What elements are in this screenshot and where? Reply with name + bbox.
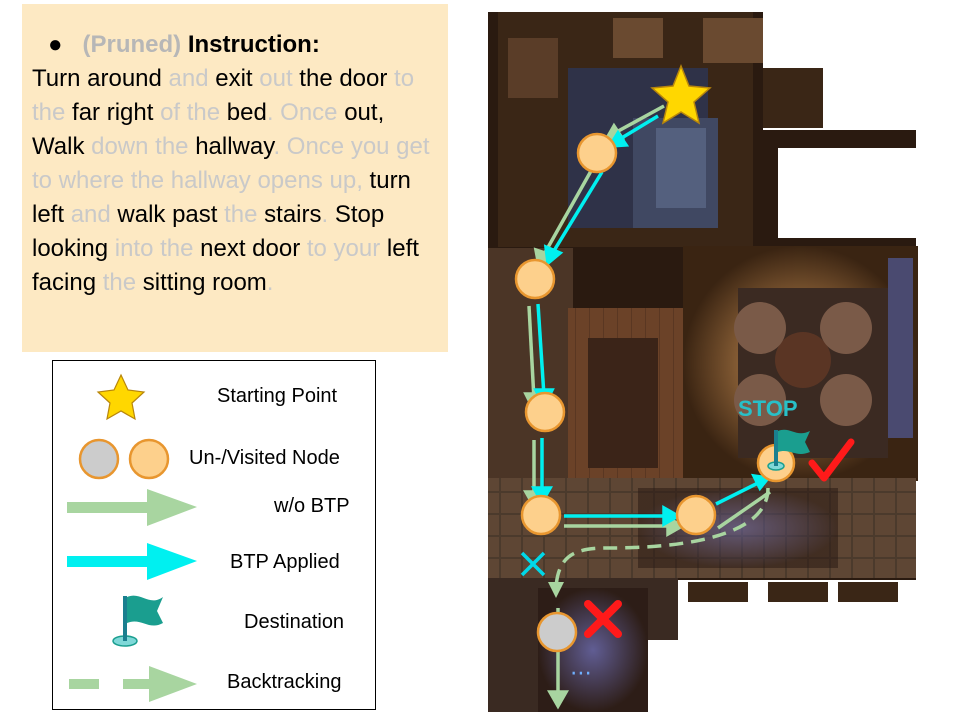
node-5 — [675, 494, 717, 536]
wrong-x-icon — [584, 600, 622, 638]
legend-label-wo-btp: w/o BTP — [274, 495, 350, 517]
instruction-pruned-text: . — [266, 269, 274, 296]
backtracking-arrow-icon — [69, 666, 197, 702]
legend-symbols — [67, 373, 197, 702]
instruction-kept-text: hallway — [195, 133, 274, 160]
btp-arrow-icon — [67, 543, 197, 580]
node-unvisited — [536, 611, 578, 653]
instruction-pruned-text: into the — [114, 235, 201, 262]
visited-node-icon — [128, 438, 170, 480]
backtracking-path — [554, 487, 770, 589]
backtracking-arrowhead — [548, 582, 564, 598]
instruction-kept-text: walk past — [117, 201, 225, 228]
bullet: ● — [48, 31, 63, 58]
instruction-kept-text: sitting room — [142, 269, 267, 296]
star-icon — [96, 373, 146, 421]
node-1 — [576, 132, 618, 174]
instruction-pruned-text: . Once you get to where the hallway open… — [32, 133, 430, 194]
legend-label-node: Un-/Visited Node — [189, 447, 340, 469]
instruction-kept-text: bed — [226, 99, 267, 126]
instruction-pruned-text: the — [102, 269, 143, 296]
node-2 — [514, 258, 556, 300]
instruction-pruned-text: down the — [91, 133, 196, 160]
legend-label-btp-applied: BTP Applied — [230, 551, 340, 573]
pruned-label: (Pruned) — [82, 31, 182, 58]
instruction-pruned-text: to your — [306, 235, 387, 262]
legend-label-destination: Destination — [244, 611, 345, 633]
instruction-heading: Instruction: — [187, 31, 320, 58]
instruction-kept-text: out, Walk — [32, 99, 385, 160]
instruction-kept-text: next door — [200, 235, 307, 262]
instruction-pruned-text: of the — [160, 99, 227, 126]
instruction-kept-text: turn left — [32, 167, 411, 228]
node-4 — [520, 494, 562, 536]
flag-icon — [767, 429, 810, 471]
instruction-title: ● (Pruned) Instruction: — [48, 28, 438, 62]
instruction-pruned-text: . — [321, 201, 335, 228]
instruction-pruned-text: and — [70, 201, 118, 228]
wo-btp-arrow-icon — [67, 489, 197, 526]
instruction-pruned-text: . Once — [266, 99, 345, 126]
btp-path — [530, 114, 772, 528]
floorplan-background — [488, 12, 923, 712]
checkmark-icon — [808, 438, 855, 482]
star-icon — [650, 63, 712, 125]
continuation-ellipsis: ⋯ — [570, 661, 592, 686]
blocked-x-icon — [520, 551, 546, 577]
instruction-pruned-text: the — [224, 201, 265, 228]
flag-icon — [112, 595, 163, 647]
stop-approach-green — [717, 490, 771, 530]
stop-label: STOP — [738, 396, 798, 421]
unvisited-node-icon — [78, 438, 120, 480]
node-3 — [524, 391, 566, 433]
legend-label-starting-point: Starting Point — [217, 385, 338, 407]
instruction-kept-text: left facing — [32, 235, 419, 296]
instruction-kept-text: the door — [299, 65, 395, 92]
instruction-kept-text: far right — [72, 99, 161, 126]
instruction-panel: ● (Pruned) Instruction: Turn around and e… — [22, 4, 448, 352]
floorplan-map: STOP ⋯ — [488, 12, 923, 712]
instruction-kept-text: exit — [215, 65, 260, 92]
instruction-kept-text: Turn around — [32, 65, 169, 92]
instruction-kept-text: Stop looking — [32, 201, 385, 262]
instruction-pruned-text: and — [168, 65, 216, 92]
instruction-pruned-text: out — [259, 65, 300, 92]
instruction-text: Turn around and exit out the door to the… — [32, 62, 438, 300]
legend-label-backtracking: Backtracking — [227, 671, 342, 693]
legend: Starting Point Un-/Visited Node w/o BTP … — [52, 360, 376, 710]
instruction-kept-text: stairs — [264, 201, 322, 228]
instruction-pruned-text: to the — [32, 65, 415, 126]
